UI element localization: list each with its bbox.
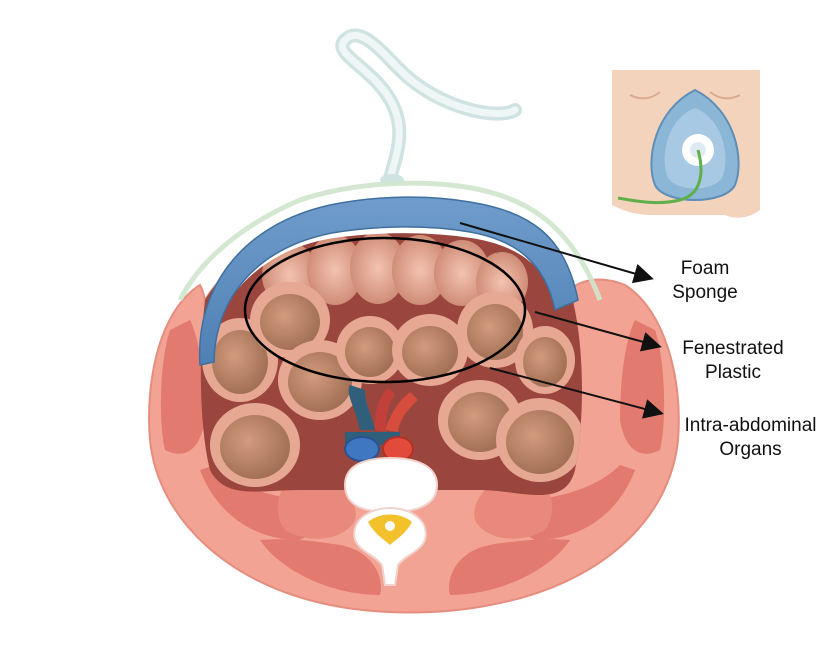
- bowel-loops: [202, 282, 582, 487]
- foam-sponge-arrow: [459, 222, 654, 284]
- back-muscle-right: [449, 539, 570, 595]
- inset-torso: [612, 70, 760, 218]
- suction-tube: [335, 28, 522, 185]
- vena-cava: [344, 436, 380, 462]
- vertebral-body: [343, 456, 439, 514]
- fenestrated-plastic-label: Fenestrated Plastic: [682, 338, 784, 383]
- inset-tube: [617, 149, 703, 205]
- fenestrated-plastic-arrow: [534, 311, 662, 352]
- upper-bowel-folds: [262, 232, 528, 312]
- foam-sponge: [198, 196, 579, 366]
- intra-abdominal-organs-label: Intra-abdominal Organs: [684, 415, 817, 460]
- intra-abdominal-arrow: [489, 367, 664, 419]
- muscle-left: [160, 320, 205, 454]
- foam-sponge-label: Foam Sponge: [672, 258, 738, 303]
- intra-abdominal-organs: [202, 232, 582, 487]
- muscle-right: [620, 320, 665, 454]
- back-muscle-left: [260, 539, 381, 595]
- adhesive-drape: [177, 180, 603, 302]
- organs-highlight-ellipse: [243, 236, 527, 384]
